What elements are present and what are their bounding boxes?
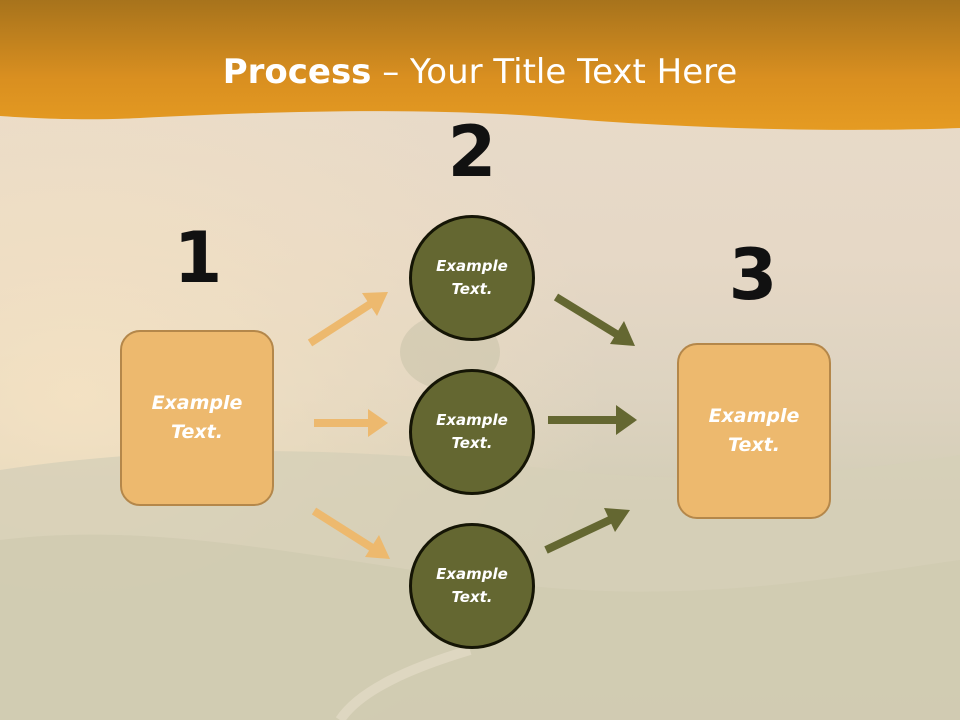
title-bold: Process (222, 52, 372, 92)
circle-bottom-text: Example Text. (436, 565, 508, 606)
arrow-dark-straight (548, 405, 637, 435)
step-3-box: Example Text. (677, 343, 831, 519)
step-1-text: Example Text. (151, 392, 243, 443)
step-number-2: 2 (447, 111, 497, 193)
step-2-circle-middle: Example Text. (409, 369, 535, 495)
circle-top-text: Example Text. (436, 257, 508, 298)
step-2-circle-bottom: Example Text. (409, 523, 535, 649)
arrow-light-up (307, 292, 388, 347)
step-2-circle-top: Example Text. (409, 215, 535, 341)
slide-title: Process – Your Title Text Here (0, 52, 960, 92)
arrow-dark-down (553, 293, 635, 346)
step-number-3: 3 (728, 234, 778, 316)
arrow-light-down (311, 507, 390, 559)
arrow-dark-up (544, 508, 630, 554)
title-rest: – Your Title Text Here (371, 52, 738, 92)
step-3-text: Example Text. (708, 405, 800, 456)
step-1-box: Example Text. (120, 330, 274, 506)
circle-middle-text: Example Text. (436, 411, 508, 452)
arrow-light-straight (314, 409, 388, 437)
step-number-1: 1 (173, 217, 223, 299)
